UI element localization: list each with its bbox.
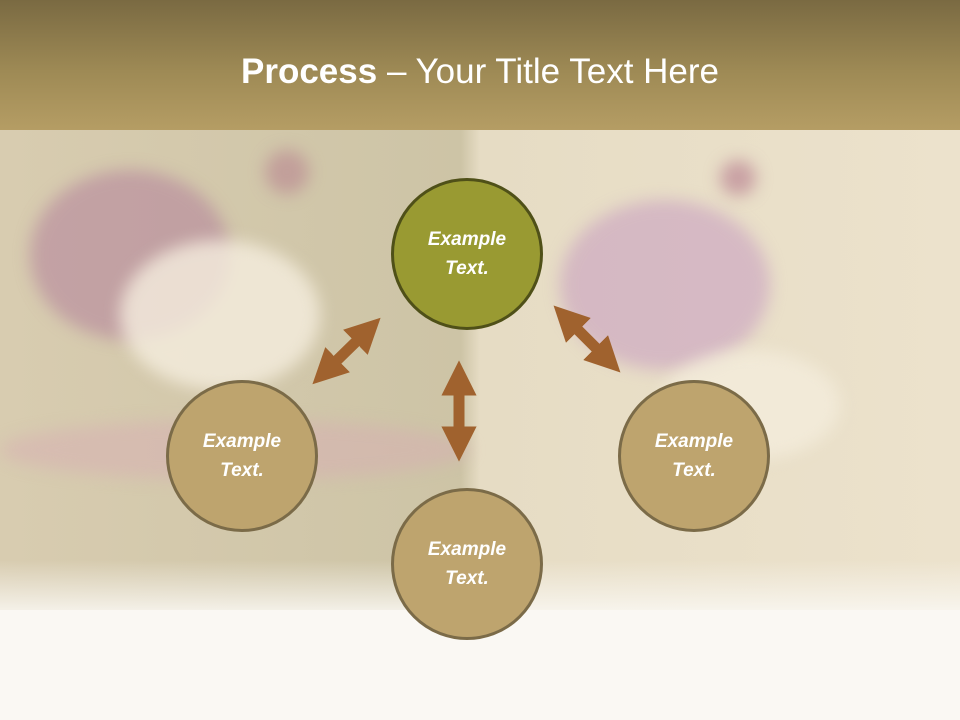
node-label: Text. bbox=[220, 460, 264, 481]
node-label: Text. bbox=[445, 258, 489, 279]
button-decoration bbox=[265, 150, 309, 194]
node-label: Text. bbox=[445, 568, 489, 589]
double-arrow-icon bbox=[312, 317, 381, 385]
node-label: Example bbox=[427, 539, 507, 560]
title-rest: – Your Title Text Here bbox=[377, 52, 719, 91]
node-label: Text. bbox=[672, 460, 716, 481]
node-label: Example bbox=[202, 431, 282, 452]
node-label: Example bbox=[654, 431, 734, 452]
slide-title: Process – Your Title Text Here bbox=[0, 52, 960, 92]
double-arrow-icon bbox=[553, 305, 621, 373]
title-bar: Process – Your Title Text Here bbox=[0, 0, 960, 130]
node-label: Example bbox=[427, 229, 507, 250]
button-decoration bbox=[720, 160, 756, 196]
title-bold: Process bbox=[241, 52, 378, 91]
oval-tag-decoration bbox=[120, 240, 320, 390]
